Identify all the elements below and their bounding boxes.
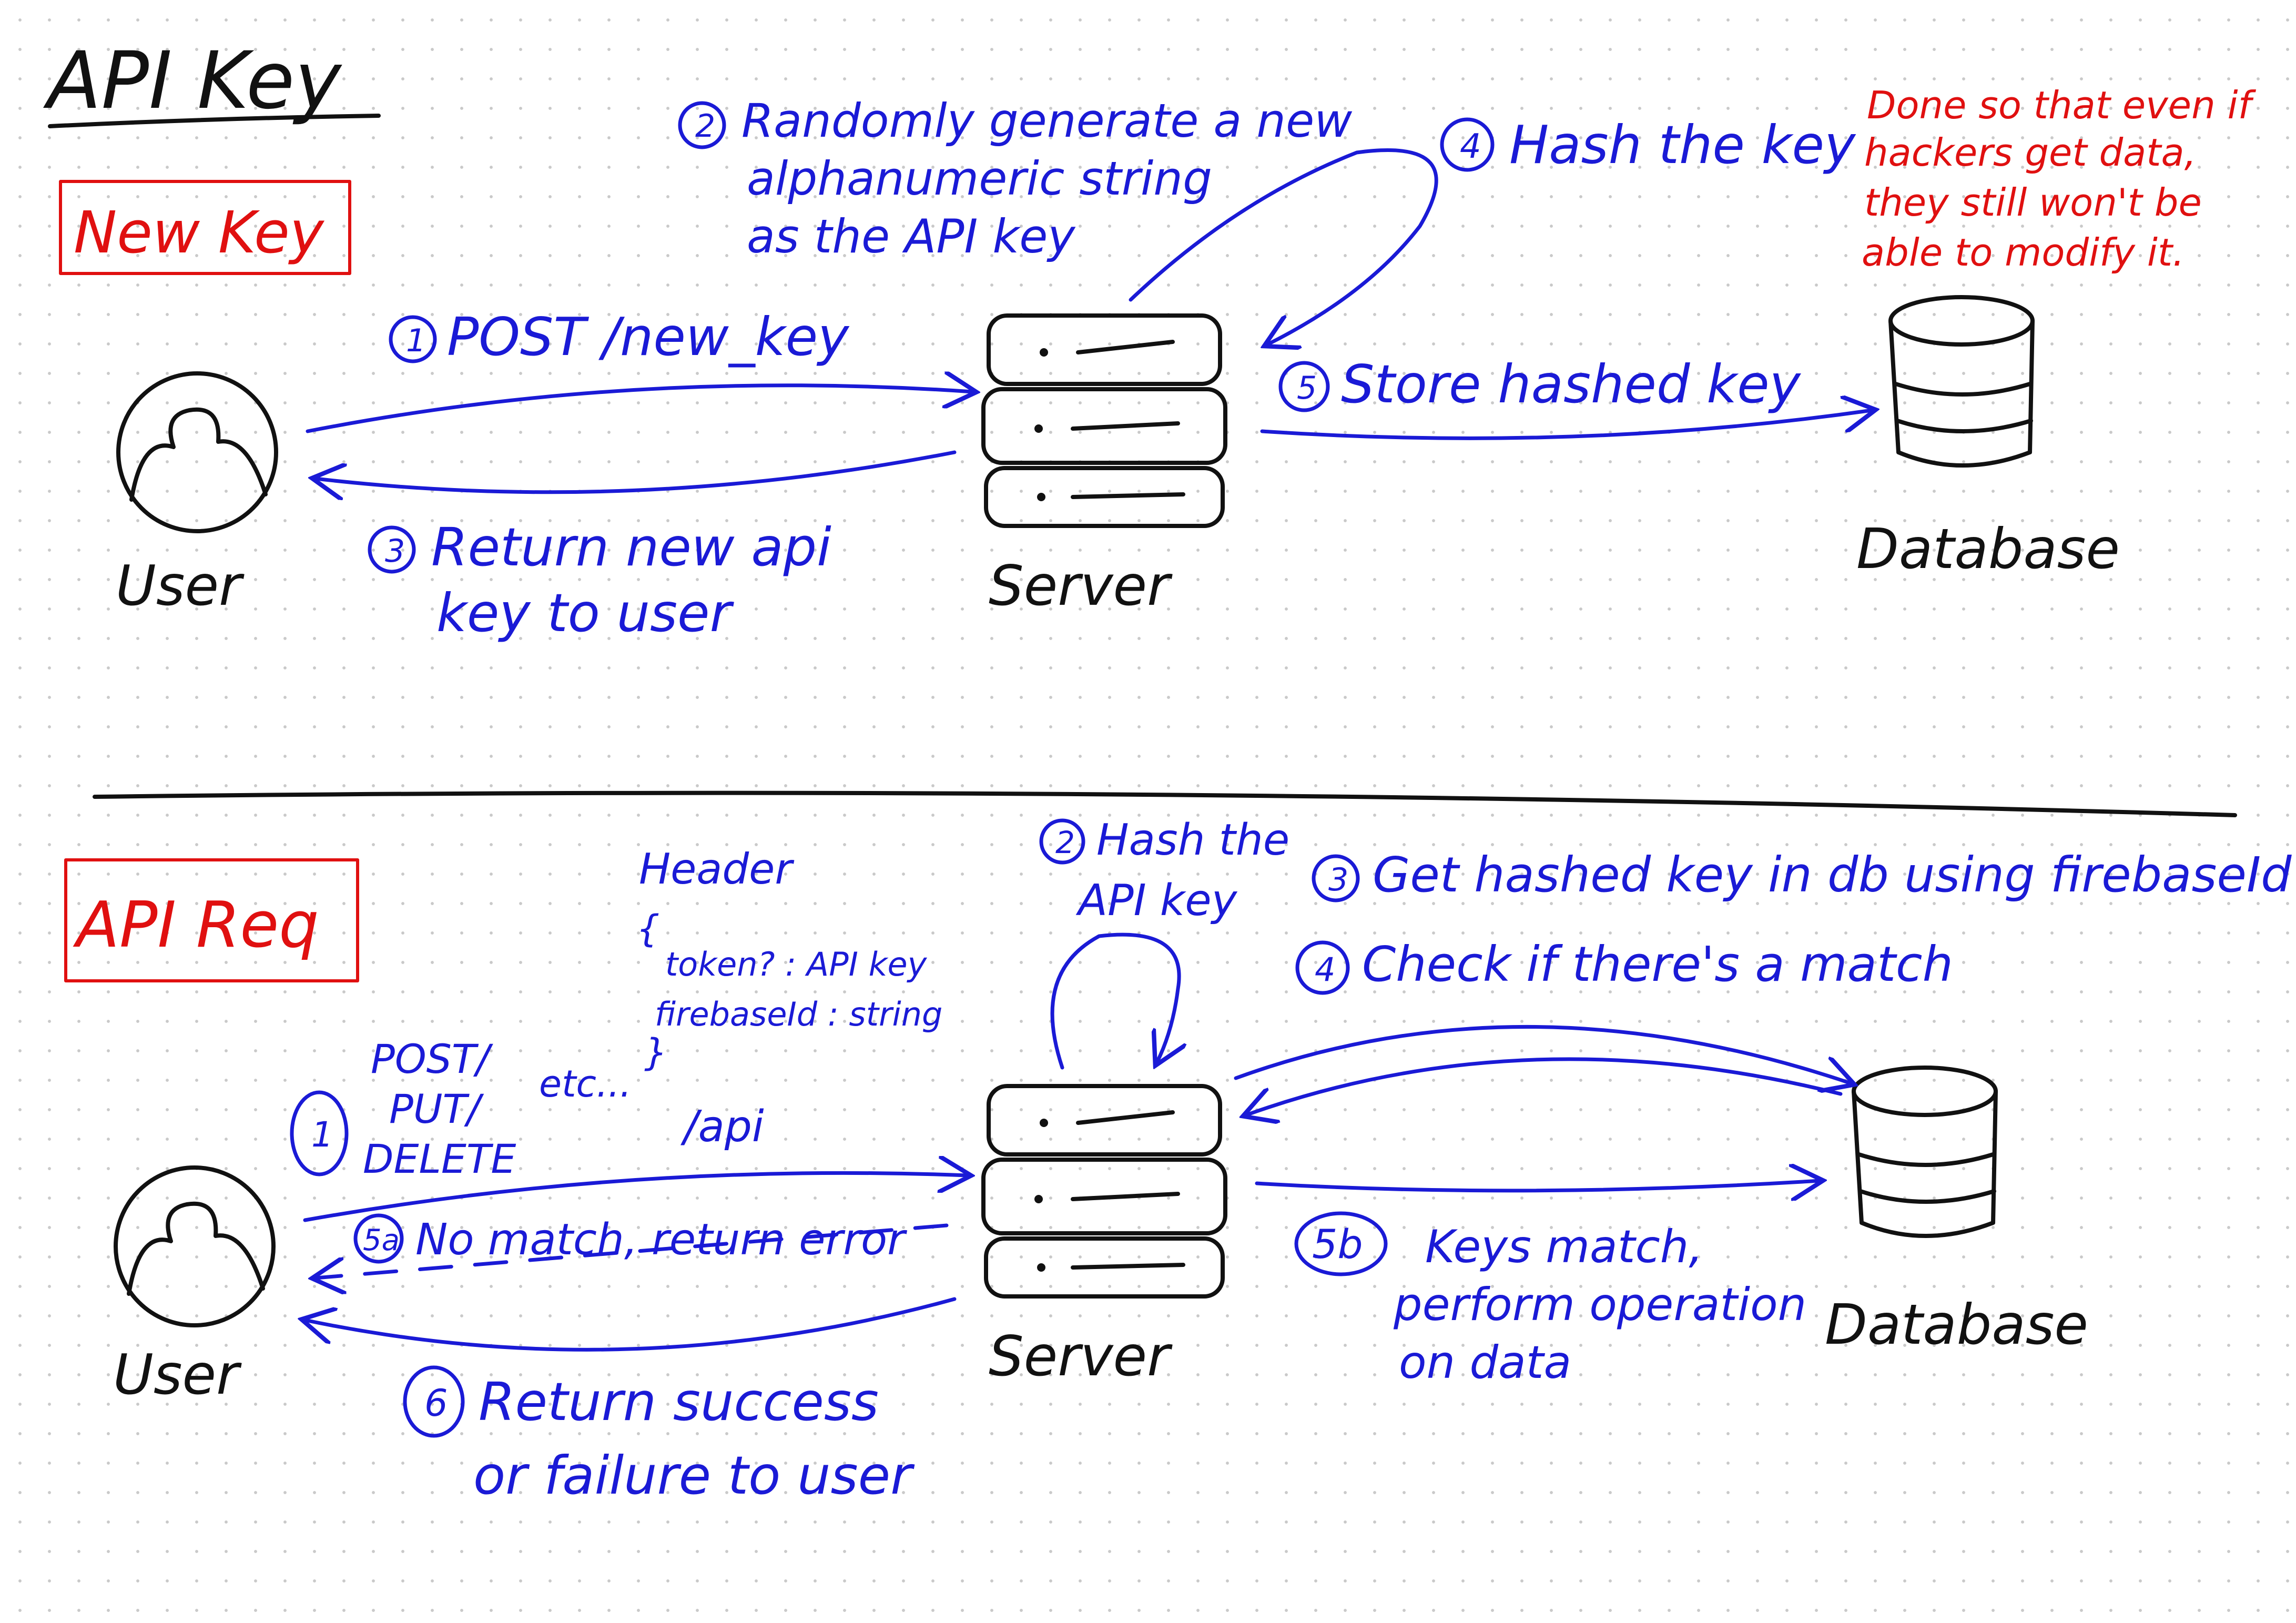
node-label-user: User [116,554,245,618]
svg-text:Done so that even if: Done so that even if [1867,83,2257,127]
svg-text:etc...: etc... [539,1062,632,1105]
svg-text:Header: Header [639,845,795,894]
svg-text:able to modify it.: able to modify it. [1862,230,2185,275]
svg-text:token? : API key: token? : API key [665,945,928,983]
node-label-database: Database [1856,517,2120,581]
arrow-request [303,1173,968,1222]
section-label: New Key [74,199,325,266]
step-4-hash: 4 Hash the key [1440,114,1856,176]
svg-text:1: 1 [311,1114,333,1155]
svg-text:as the API key: as the API key [747,209,1076,263]
step-6-return: 6 Return success or failure to user [403,1365,915,1506]
step-2-generate: 2 Randomly generate a new alphanumeric s… [678,94,1353,263]
svg-text:on data: on data [1399,1336,1571,1389]
svg-text:perform operation: perform operation [1393,1279,1806,1331]
svg-text:POST /new_key: POST /new_key [447,306,850,368]
step-3-return: 3 Return new api key to user [368,516,831,644]
server-icon [981,313,1227,528]
arrow-hash-loop [1050,932,1179,1068]
title-underline [48,114,381,128]
section-label-box [64,858,359,982]
section-label: API Req [73,889,319,962]
arrow-return-result [305,1297,957,1352]
svg-text:Check if there's a match: Check if there's a match [1362,936,1953,992]
svg-text:Get hashed key in db using fir: Get hashed key in db using firebaseId [1373,847,2292,903]
section-label-box [59,180,351,275]
svg-text:3: 3 [385,533,405,570]
arrow-no-match [316,1223,949,1278]
svg-text:POST/: POST/ [371,1036,493,1082]
svg-text:Hash the key: Hash the key [1509,114,1856,176]
svg-text:2: 2 [1055,825,1075,860]
svg-text:Return new api: Return new api [431,516,831,578]
step-5-store: 5 Store hashed key [1278,353,1802,415]
svg-text:Randomly generate a new: Randomly generate a new [741,94,1353,148]
svg-text:or failure to user: or failure to user [473,1445,915,1506]
svg-text:2: 2 [695,108,715,145]
svg-text:3: 3 [1328,861,1348,898]
arrow-hashed-back [1246,1057,1843,1115]
user-icon [116,371,278,533]
svg-text:Store hashed key: Store hashed key [1341,353,1802,415]
svg-text:5a: 5a [363,1223,400,1257]
step-5b-keys-match: 5b Keys match, perform operation on data [1294,1211,1806,1389]
step-4-check: 4 Check if there's a match [1295,936,1953,995]
svg-text:5: 5 [1297,370,1317,407]
database-icon [1888,295,2035,468]
svg-text:/api: /api [680,1102,764,1152]
server-icon [981,1084,1227,1299]
step-1-request: 1 POST/ PUT/ DELETE etc... /api [290,1036,764,1182]
step-5a-no-match: 5a No match, return error [353,1213,907,1265]
svg-text:PUT/: PUT/ [389,1086,484,1132]
arrow-post-new-key [306,386,973,433]
node-label-server: Server [989,1324,1173,1388]
arrow-store-hashed [1260,410,1872,440]
svg-text:{: { [636,907,660,950]
svg-text:}: } [644,1031,668,1074]
arrow-get-hashed [1234,1024,1851,1083]
node-label-server: Server [989,554,1173,618]
svg-text:4: 4 [1315,950,1335,989]
svg-text:they still won't be: they still won't be [1864,180,2202,225]
svg-text:4: 4 [1460,127,1481,166]
svg-text:Keys match,: Keys match, [1425,1221,1703,1273]
svg-text:DELETE: DELETE [363,1135,516,1182]
user-icon [114,1165,276,1327]
svg-text:firebaseId : string: firebaseId : string [655,995,942,1033]
step-1-post: 1 POST /new_key [389,306,850,368]
svg-text:No match, return error: No match, return error [415,1215,907,1265]
arrow-hash-loop [1129,148,1438,345]
svg-text:5b: 5b [1312,1221,1363,1267]
database-icon [1852,1066,1998,1238]
security-note: Done so that even if hackers get data, t… [1862,83,2257,275]
svg-text:Hash the: Hash the [1096,815,1289,865]
page-title: API Key [43,35,342,127]
section-divider [93,790,2237,817]
section-new-key: New Key User Server Database [59,83,2257,644]
request-header: Header { token? : API key firebaseId : s… [636,845,942,1074]
arrow-perform-op [1255,1181,1820,1191]
svg-text:Return success: Return success [479,1371,879,1433]
node-label-database: Database [1825,1293,2088,1357]
step-3-get-hashed: 3 Get hashed key in db using firebaseId [1312,847,2292,903]
svg-text:6: 6 [424,1382,448,1425]
section-api-req: API Req User Server Database [64,815,2292,1506]
svg-text:key to user: key to user [436,582,735,644]
arrow-return-key [316,450,957,492]
node-label-user: User [113,1343,242,1407]
svg-text:alphanumeric string: alphanumeric string [747,151,1212,206]
svg-text:hackers get data,: hackers get data, [1864,130,2197,175]
svg-text:API key: API key [1075,876,1238,926]
svg-text:1: 1 [406,322,426,359]
step-2-hash: 2 Hash the API key [1039,815,1289,926]
